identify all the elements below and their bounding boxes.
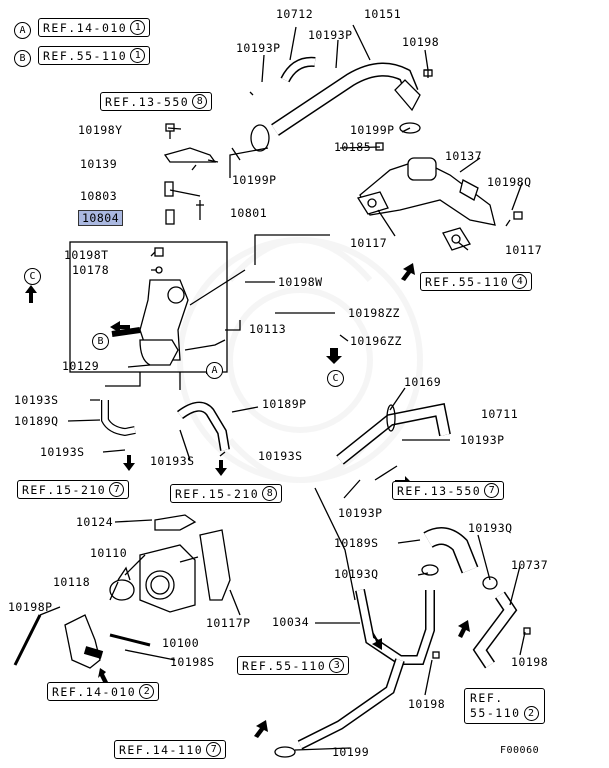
assembly-box [69,241,228,373]
part-10117[interactable]: 10117 [350,236,388,250]
part-10198P[interactable]: 10198P [8,600,53,614]
part-10193Q[interactable]: 10193Q [334,567,379,581]
part-10198T[interactable]: 10198T [64,248,109,262]
part-10193P[interactable]: 10193P [460,433,505,447]
part-10193S[interactable]: 10193S [150,454,195,468]
part-10198S[interactable]: 10198S [170,655,215,669]
part-10804-highlight: 10804 [78,210,124,226]
part-10711[interactable]: 10711 [481,407,519,421]
part-10137[interactable]: 10137 [445,149,483,163]
part-10100[interactable]: 10100 [162,636,200,650]
part-10189P[interactable]: 10189P [262,397,307,411]
part-10110[interactable]: 10110 [90,546,128,560]
part-10169[interactable]: 10169 [404,375,442,389]
part-10193S[interactable]: 10193S [14,393,59,407]
part-10198W[interactable]: 10198W [278,275,323,289]
part-10124[interactable]: 10124 [76,515,114,529]
part-10712[interactable]: 10712 [276,7,314,21]
ref-num: 2 [523,706,539,721]
part-10151[interactable]: 10151 [364,7,402,21]
ref-line2: 55-110 [470,706,521,720]
connector-A: A [206,362,223,379]
part-10193S[interactable]: 10193S [258,449,303,463]
part-10199[interactable]: 10199 [332,745,370,759]
part-10737[interactable]: 10737 [511,558,549,572]
o-ring-10199P [250,124,270,152]
letter-B-key: B [14,50,31,67]
part-10129[interactable]: 10129 [62,359,100,373]
connector-B: B [92,333,109,350]
part-10198[interactable]: 10198 [408,697,446,711]
part-10185[interactable]: 10185 [334,140,372,154]
part-10117[interactable]: 10117 [505,243,543,257]
bracket-10139 [163,147,217,163]
part-10198ZZ[interactable]: 10198ZZ [348,306,400,320]
part-10178[interactable]: 10178 [72,263,110,277]
part-10139[interactable]: 10139 [80,157,118,171]
part-10193P[interactable]: 10193P [236,41,281,55]
letter-A-key: A [14,22,31,39]
figure-code: F00060 [500,745,540,756]
part-10198[interactable]: 10198 [402,35,440,49]
part-10801[interactable]: 10801 [230,206,268,220]
part-10193S[interactable]: 10193S [40,445,85,459]
part-10193P[interactable]: 10193P [338,506,383,520]
part-10804[interactable]: 10804 [78,210,124,226]
part-10193P[interactable]: 10193P [308,28,353,42]
part-10199P[interactable]: 10199P [350,123,395,137]
part-10193Q[interactable]: 10193Q [468,521,513,535]
ref-line1: REF. [470,691,504,705]
connector-C-upper: C [24,268,41,285]
part-10803[interactable]: 10803 [80,189,118,203]
part-10113[interactable]: 10113 [249,322,287,336]
part-10117P[interactable]: 10117P [206,616,251,630]
part-10196ZZ[interactable]: 10196ZZ [350,334,402,348]
part-10198[interactable]: 10198 [511,655,549,669]
connector-C-lower: C [327,370,344,387]
part-10198Q[interactable]: 10198Q [487,175,532,189]
part-10189Q[interactable]: 10189Q [14,414,59,428]
part-10198Y[interactable]: 10198Y [78,123,123,137]
part-10034[interactable]: 10034 [272,615,310,629]
part-10118[interactable]: 10118 [53,575,91,589]
part-10199P[interactable]: 10199P [232,173,277,187]
part-10189S[interactable]: 10189S [334,536,379,550]
